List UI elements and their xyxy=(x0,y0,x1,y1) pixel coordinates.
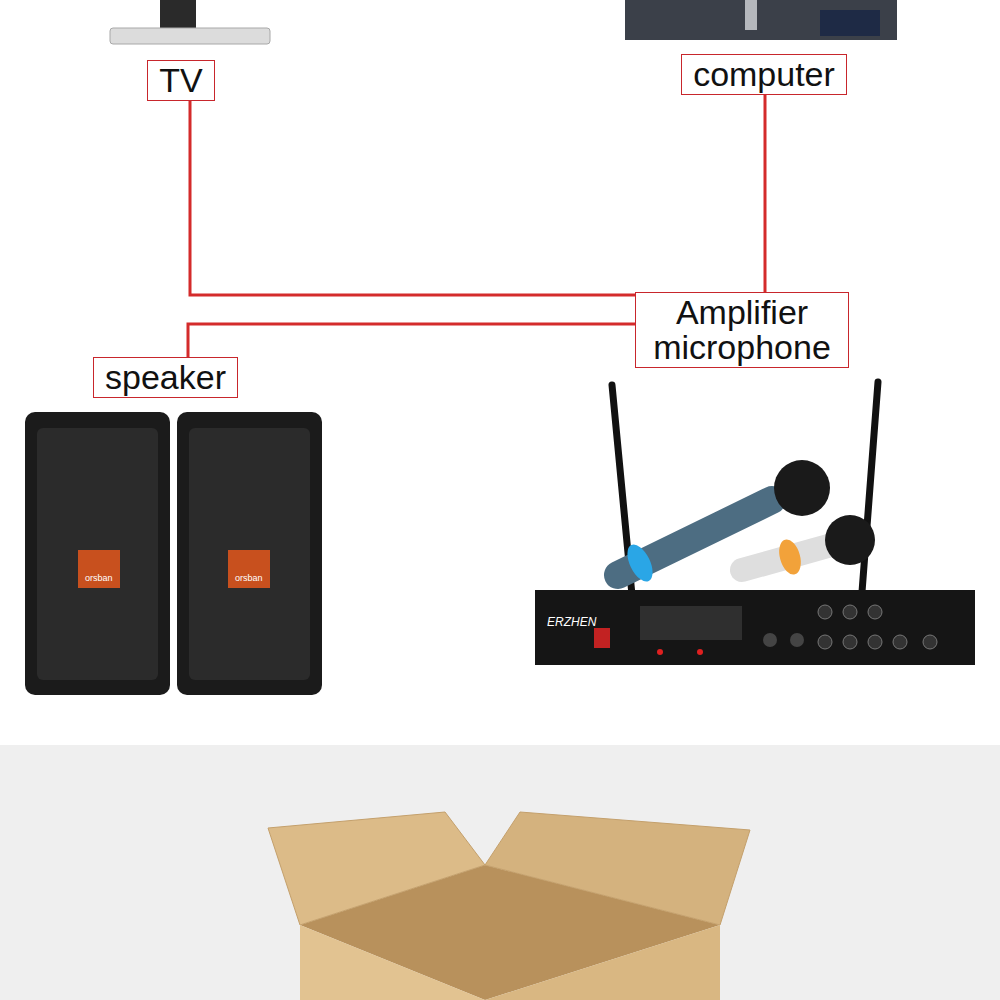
speaker-cabinet xyxy=(177,412,322,695)
speaker-pair xyxy=(25,412,322,695)
speaker-logo xyxy=(228,550,270,588)
connector-line xyxy=(764,95,767,292)
box-flap xyxy=(485,812,750,925)
computer-keyboard xyxy=(820,10,880,36)
label-text: TV xyxy=(158,63,204,98)
brand-name: ERZHEN xyxy=(547,615,596,629)
mic-jack xyxy=(790,633,804,647)
microphone-head xyxy=(774,460,830,516)
tv-monitor xyxy=(110,0,270,44)
amplifier-unit xyxy=(535,382,975,665)
device-label: computer xyxy=(681,54,847,95)
led xyxy=(697,649,703,655)
connector-line xyxy=(190,101,635,295)
label-text: speaker xyxy=(104,360,227,395)
brand-logo: orsban xyxy=(235,573,263,583)
device-label: TV xyxy=(147,60,215,101)
box-flap xyxy=(268,812,485,925)
computer-stand xyxy=(745,0,757,30)
brand-logo: orsban xyxy=(85,573,113,583)
speaker-grille xyxy=(37,428,158,680)
mic-jack xyxy=(763,633,777,647)
package-section xyxy=(0,745,1000,1000)
knob xyxy=(843,635,857,649)
display-panel xyxy=(640,606,742,640)
computer-desk xyxy=(625,0,897,40)
knob xyxy=(818,635,832,649)
box-side xyxy=(300,925,485,1000)
speaker-logo xyxy=(78,550,120,588)
microphone-head xyxy=(825,515,875,565)
connector-line xyxy=(188,324,635,357)
knob xyxy=(923,635,937,649)
monitor-base xyxy=(110,28,270,44)
speaker-cabinet xyxy=(25,412,170,695)
label-text: computer xyxy=(692,57,836,92)
amplifier-body xyxy=(535,590,975,665)
microphone-ring xyxy=(775,537,804,577)
antenna xyxy=(862,382,878,592)
power-switch xyxy=(594,628,610,648)
label-text: Amplifier microphone xyxy=(646,295,838,365)
monitor-neck xyxy=(160,0,196,30)
knob xyxy=(818,605,832,619)
speaker-grille xyxy=(189,428,310,680)
device-label: speaker xyxy=(93,357,238,398)
knob xyxy=(893,635,907,649)
device-label: Amplifier microphone xyxy=(635,292,849,368)
led xyxy=(657,649,663,655)
knob xyxy=(843,605,857,619)
knob xyxy=(868,635,882,649)
box-side xyxy=(485,925,720,1000)
grey-band xyxy=(0,745,1000,1000)
computer-photo xyxy=(625,0,897,40)
knob xyxy=(868,605,882,619)
microphone-ring xyxy=(622,541,658,586)
